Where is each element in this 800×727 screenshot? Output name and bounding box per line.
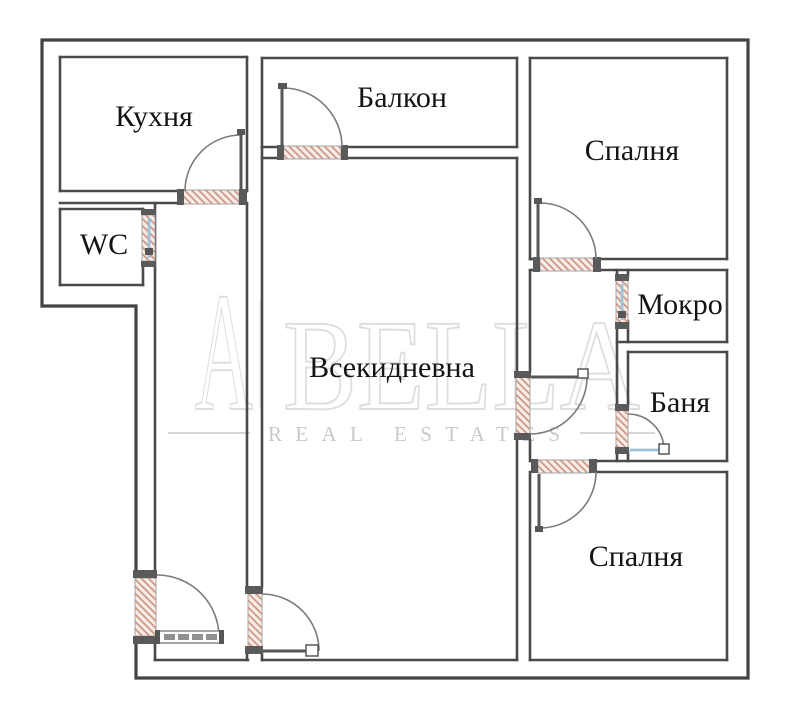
door-jamb-cap: [615, 322, 629, 329]
watermark-brand: BELLA: [283, 294, 640, 438]
walls: [40, 38, 750, 680]
door-opening-hatch: [134, 577, 157, 637]
door-jamb-cap: [533, 257, 540, 272]
door-opening-hatch: [182, 189, 240, 205]
door-jamb-cap: [615, 274, 629, 281]
door-jamb-cap: [245, 646, 263, 654]
door-opening-hatch: [282, 145, 342, 160]
entrance-door-leaf-panel: [164, 634, 175, 640]
door-jambs: [133, 145, 629, 654]
door-opening-hatch: [515, 376, 531, 435]
door-opening-hatch: [539, 257, 595, 272]
watermark-letter: A: [195, 258, 253, 446]
door-knob-mark: [658, 443, 670, 455]
door-jamb-cap: [593, 257, 601, 272]
room-labels: КухняБалконСпалняWCМокроВсекидневнаБаняС…: [80, 81, 723, 573]
entrance-door-leaf-cap: [155, 630, 160, 644]
door-hinge-mark: [618, 311, 626, 318]
entrance-door-leaf-cap: [219, 630, 224, 644]
door-swing-arcs: [156, 87, 665, 652]
door-hinge-mark: [145, 248, 153, 255]
door-leaves: [145, 83, 670, 657]
door-hinge-mark: [278, 83, 287, 89]
door-swing-arc: [184, 134, 242, 192]
room-label-bedroom-1: Спалня: [585, 134, 680, 167]
door-jamb-cap: [141, 261, 156, 267]
door-jamb-cap: [177, 189, 184, 205]
door-hinge-mark: [534, 198, 542, 204]
door-jamb-cap: [514, 433, 531, 440]
door-opening-hatch: [615, 409, 629, 449]
room-label-living-room: Всекидневна: [309, 351, 475, 384]
door-hinge-mark: [535, 526, 543, 532]
room-label-bathroom: Баня: [650, 386, 711, 419]
door-jamb-cap: [133, 636, 157, 644]
door-hinge-mark: [237, 129, 245, 135]
door-opening-hatch: [537, 459, 591, 474]
door-swing-arc: [282, 87, 343, 148]
room-label-bedroom-2: Спалня: [589, 540, 684, 573]
door-jamb-cap: [245, 586, 263, 594]
door-jamb-cap: [615, 404, 629, 411]
entrance-door-leaf-panel: [178, 634, 189, 640]
door-knob-mark: [305, 644, 319, 657]
entrance-door-leaf-panel: [192, 634, 203, 640]
room-label-wc: WC: [80, 228, 128, 261]
door-swing-arc: [156, 574, 220, 638]
room-label-laundry: Мокро: [637, 288, 723, 321]
door-jamb-cap: [514, 371, 531, 378]
door-jamb-cap: [531, 459, 538, 473]
entrance-door-leaf-panel: [206, 634, 217, 640]
entrance-door-leaf: [155, 630, 224, 644]
door-swing-arc: [261, 593, 320, 652]
door-opening-hatch: [247, 592, 263, 648]
door-jamb-cap: [589, 459, 597, 473]
door-jamb-cap: [615, 447, 629, 454]
exterior-wall: [40, 38, 750, 680]
room-label-kitchen: Кухня: [115, 100, 193, 133]
door-swing-arc: [529, 376, 588, 435]
door-swing-arc: [539, 471, 597, 529]
door-jamb-cap: [133, 570, 157, 578]
door-swing-arc: [539, 202, 597, 260]
door-jamb-cap: [277, 145, 284, 160]
door-jamb-cap: [141, 209, 156, 215]
door-knob-mark: [577, 368, 589, 379]
room-label-balcony: Балкон: [357, 81, 447, 114]
door-jamb-cap: [239, 189, 247, 205]
door-jamb-cap: [341, 145, 348, 160]
